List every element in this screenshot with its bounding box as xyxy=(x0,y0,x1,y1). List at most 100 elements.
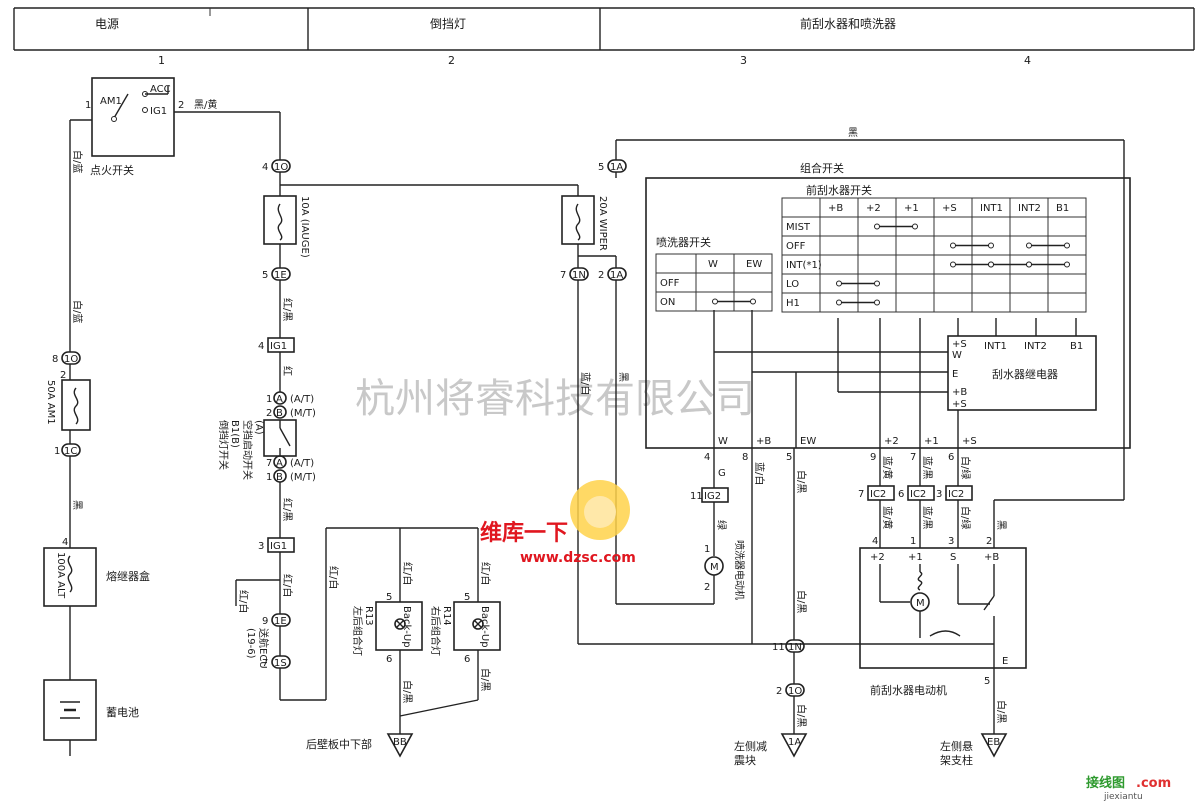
conn-pin: 5 xyxy=(598,162,604,173)
corner-logo-url: jiexiantu xyxy=(1103,792,1143,802)
wire-label-red: 红 xyxy=(281,366,294,376)
wiper-contact xyxy=(836,280,842,287)
lamp-r13-text: Back-Up xyxy=(401,606,412,648)
combination-switch: 组合开关 前刮水器开关 xyxy=(645,161,1131,449)
relay-pin-plus-s2: +S xyxy=(952,399,967,410)
washer-col-header: EW xyxy=(746,259,762,270)
term-plus-2: +2 xyxy=(884,436,899,447)
combination-switch-label: 组合开关 xyxy=(800,161,844,175)
term-w-pin: 4 xyxy=(704,452,710,463)
neutral-switch-label-1: 空挡启动开关 xyxy=(241,420,254,480)
ig1-label: IG1 xyxy=(150,106,167,117)
relay-pin-e: E xyxy=(952,369,958,380)
conn-code: 1N xyxy=(788,642,802,653)
washer-motor-pin1: 1 xyxy=(704,544,710,555)
wiper-contact xyxy=(1026,242,1032,249)
lamp-r14-name: 右后组合灯 xyxy=(429,606,442,656)
header: 电源 倒挡灯 前刮水器和喷洗器 1 2 3 4 xyxy=(13,7,1195,67)
wiper-motor-symbol: M xyxy=(916,598,925,609)
conn-a-pin: 1 xyxy=(266,394,272,405)
wiper-contact xyxy=(874,280,880,287)
acc-label: ACC xyxy=(150,84,171,95)
term-b-pin: 8 xyxy=(742,452,748,463)
conn-a2-code: A xyxy=(276,458,283,469)
wire-label-red-black-1: 红/黑 xyxy=(281,298,294,321)
wiper-contact xyxy=(874,223,880,230)
dzsc-logo: 维库一下 www.dzsc.com xyxy=(480,480,636,566)
wm-pinnum-3: 3 xyxy=(948,536,954,547)
term-p1-pin: 7 xyxy=(910,452,916,463)
fuse-box-100a-alt: 100A ALT 熔继器盒 xyxy=(43,547,150,607)
header-section-power: 电源 xyxy=(95,17,119,31)
lamp-r13-left-rear: Back-Up 5 6 R13 左后组合灯 xyxy=(351,592,423,665)
conn-code: IC2 xyxy=(870,489,886,500)
wiper-contact xyxy=(912,223,918,230)
wiper-contact xyxy=(874,299,880,306)
wire-label-red-white-1: 红/白 xyxy=(281,574,294,597)
term-plus-1: +1 xyxy=(924,436,939,447)
ground-1a-label-1: 左侧减 xyxy=(734,740,767,753)
conn-code: 1E xyxy=(274,270,287,281)
lamp-r13-name: 左后组合灯 xyxy=(351,606,364,656)
connector-3-IC2: IC2 3 xyxy=(936,485,973,501)
conn-code: IG1 xyxy=(270,541,287,552)
conn-b-pin: 2 xyxy=(266,408,272,419)
wiper-contact xyxy=(1064,261,1070,268)
connector-9-1E: 1E 9 xyxy=(262,613,291,627)
lamp-r13-pin6: 6 xyxy=(386,654,392,665)
connector-2-1A: 1A 2 xyxy=(598,267,627,281)
wire-label-black-motor: 黑 xyxy=(995,520,1007,530)
term-ew: EW xyxy=(800,436,816,447)
wm-pin-plus-2: +2 xyxy=(870,552,885,563)
conn-pin: 3 xyxy=(936,489,942,500)
ground-bb-label: 后壁板中下部 xyxy=(306,737,372,751)
term-plus-s: +S xyxy=(962,436,977,447)
neutral-switch-a: (A) xyxy=(253,420,264,435)
connector-3-IG1: IG1 3 xyxy=(258,537,295,553)
fuse-10a-gauge: 10A (IAUGE) xyxy=(263,195,310,258)
wiper-row-label: H1 xyxy=(786,298,800,309)
conn-pin: 1 xyxy=(54,446,60,457)
conn-a-code: A xyxy=(276,394,283,405)
wiper-contact xyxy=(1064,242,1070,249)
washer-motor-symbol: M xyxy=(710,562,719,573)
ign-pin-1: 1 xyxy=(85,100,91,111)
wiper-contact xyxy=(950,242,956,249)
wiper-col-header: B1 xyxy=(1056,203,1069,214)
wire-label-blue-yellow-2: 蓝/黄 xyxy=(881,506,894,529)
wire-label-white-blue-1: 白/蓝 xyxy=(71,150,84,173)
ignition-switch: AM1 ACC IG1 1 2 点火开关 xyxy=(85,77,184,177)
wire-label-black-top: 黑 xyxy=(848,127,858,139)
conn-pin: 4 xyxy=(262,162,268,173)
connector-11-IG2: IG2 11 xyxy=(690,487,729,503)
wiper-contact xyxy=(988,261,994,268)
ignition-switch-label: 点火开关 xyxy=(90,163,134,177)
conn-code: 1N xyxy=(572,270,586,281)
connector-5-1A: 1A 5 xyxy=(598,159,627,173)
wiper-col-header: +2 xyxy=(866,203,881,214)
ground-bb: BB 后壁板中下部 xyxy=(306,733,414,758)
connector-11-1N: 1N 11 xyxy=(772,639,805,653)
washer-contact xyxy=(712,298,718,305)
ground-bb-code: BB xyxy=(393,737,407,748)
ground-eb: EB 左侧悬 架支柱 xyxy=(940,733,1008,767)
wire-label-white-black-1: 白/黑 xyxy=(401,680,414,703)
connector-4-IG1: IG1 4 xyxy=(258,337,295,353)
term-plus-b: +B xyxy=(756,436,771,447)
conn-pin: 11 xyxy=(772,642,785,653)
term-ew-pin: 5 xyxy=(786,452,792,463)
wiper-row-label: INT(*1) xyxy=(786,260,822,271)
conn-pin: 2 xyxy=(598,270,604,281)
relay-pin-int1: INT1 xyxy=(984,341,1007,352)
wire-label-white-black-3: 白/黑 xyxy=(795,470,808,493)
conn-b2-note: (M/T) xyxy=(290,472,316,483)
wire-label-white-black-2: 白/黑 xyxy=(479,668,492,691)
wm-pin-e: E xyxy=(1002,656,1008,667)
wire-label-white-black-4: 白/黑 xyxy=(795,590,808,613)
washer-row-label: ON xyxy=(660,297,675,308)
lamp-r14-pin5: 5 xyxy=(464,592,470,603)
wire-label-white-black-5: 白/黑 xyxy=(795,704,808,727)
conn-pin: 11 xyxy=(690,491,703,502)
